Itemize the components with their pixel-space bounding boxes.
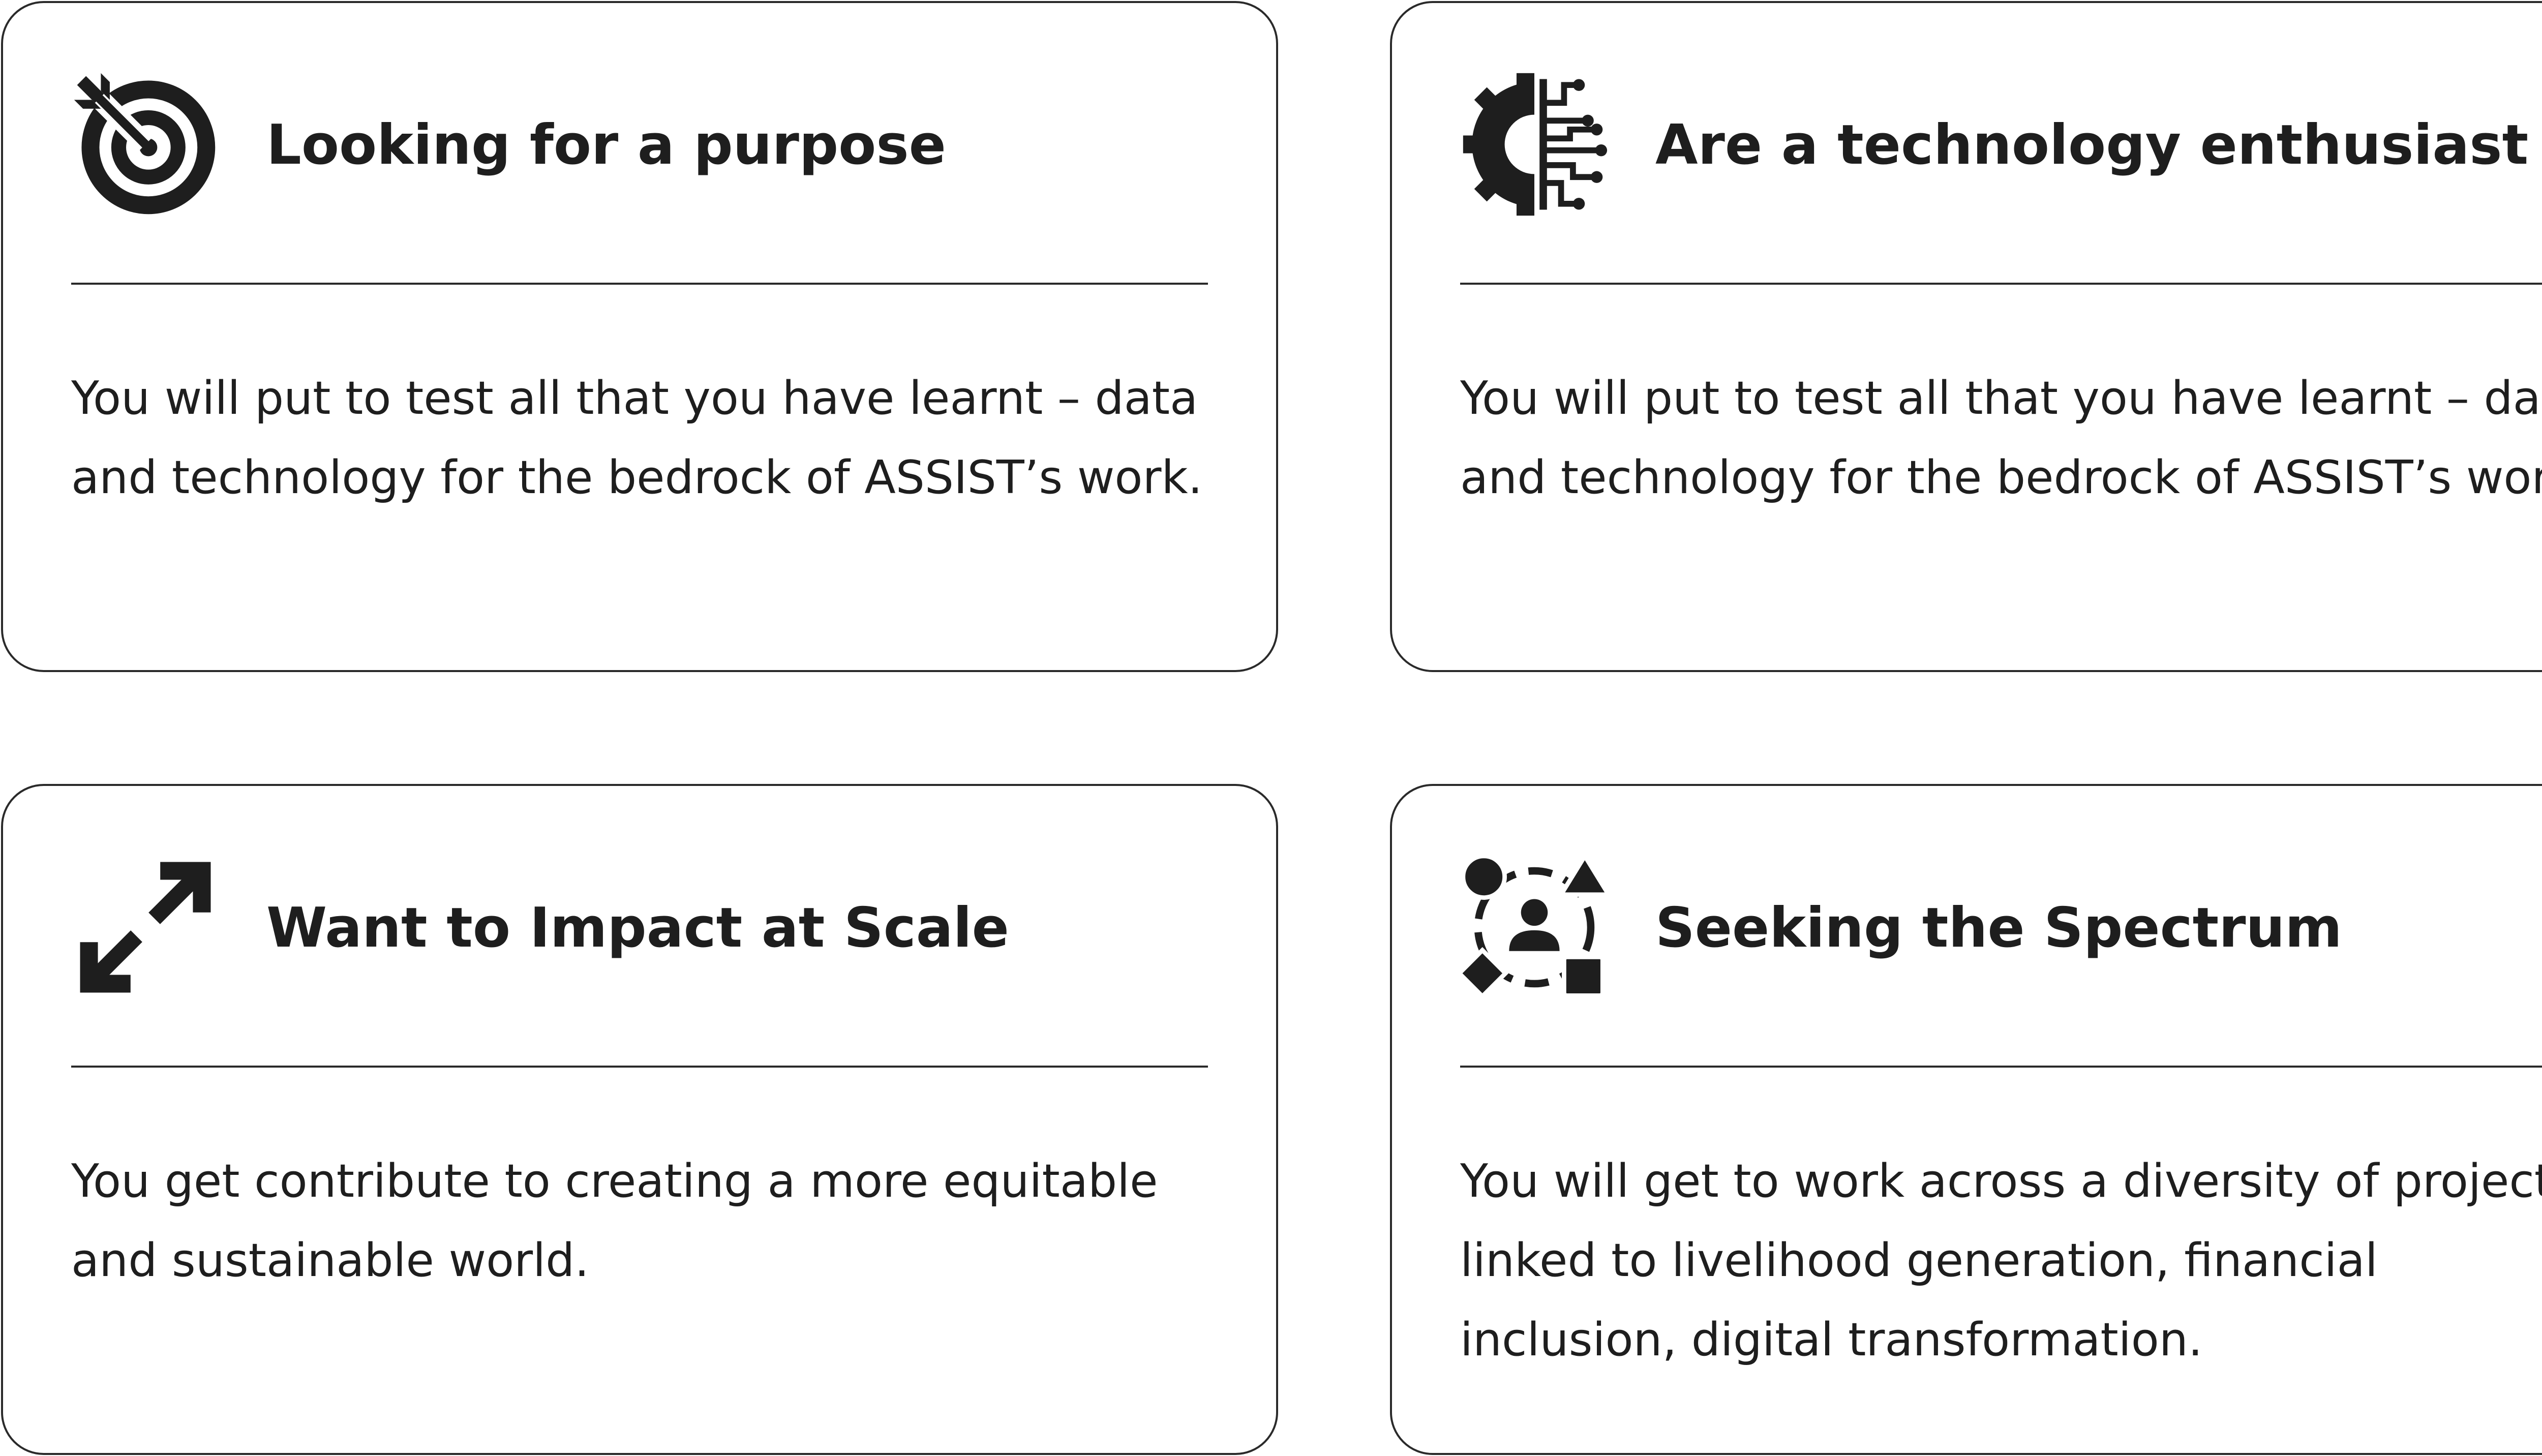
target-arrow-icon (71, 70, 220, 219)
card-description: You will put to test all that you have l… (71, 372, 1203, 504)
card-description: You will get to work across a diversity … (1460, 1155, 2542, 1367)
card-divider (1460, 283, 2542, 285)
card-title: Are a technology enthusiast (1655, 113, 2529, 177)
card-technology-enthusiast: Are a technology enthusiast You will put… (1390, 1, 2542, 672)
card-title: Looking for a purpose (266, 113, 946, 177)
diversity-shapes-icon (1460, 853, 1609, 1002)
card-divider (1460, 1066, 2542, 1068)
card-title: Want to Impact at Scale (266, 896, 1009, 960)
card-impact-at-scale: Want to Impact at Scale You get contribu… (1, 784, 1278, 1455)
card-divider (71, 283, 1208, 285)
card-description: You will put to test all that you have l… (1460, 372, 2542, 504)
card-divider (71, 1066, 1208, 1068)
card-title: Seeking the Spectrum (1655, 896, 2342, 960)
gear-circuit-icon (1460, 70, 1609, 219)
expand-arrows-icon (71, 853, 220, 1002)
card-looking-for-purpose: Looking for a purpose You will put to te… (1, 1, 1278, 672)
card-seeking-spectrum: Seeking the Spectrum You will get to wor… (1390, 784, 2542, 1455)
card-description: You get contribute to creating a more eq… (71, 1155, 1158, 1287)
